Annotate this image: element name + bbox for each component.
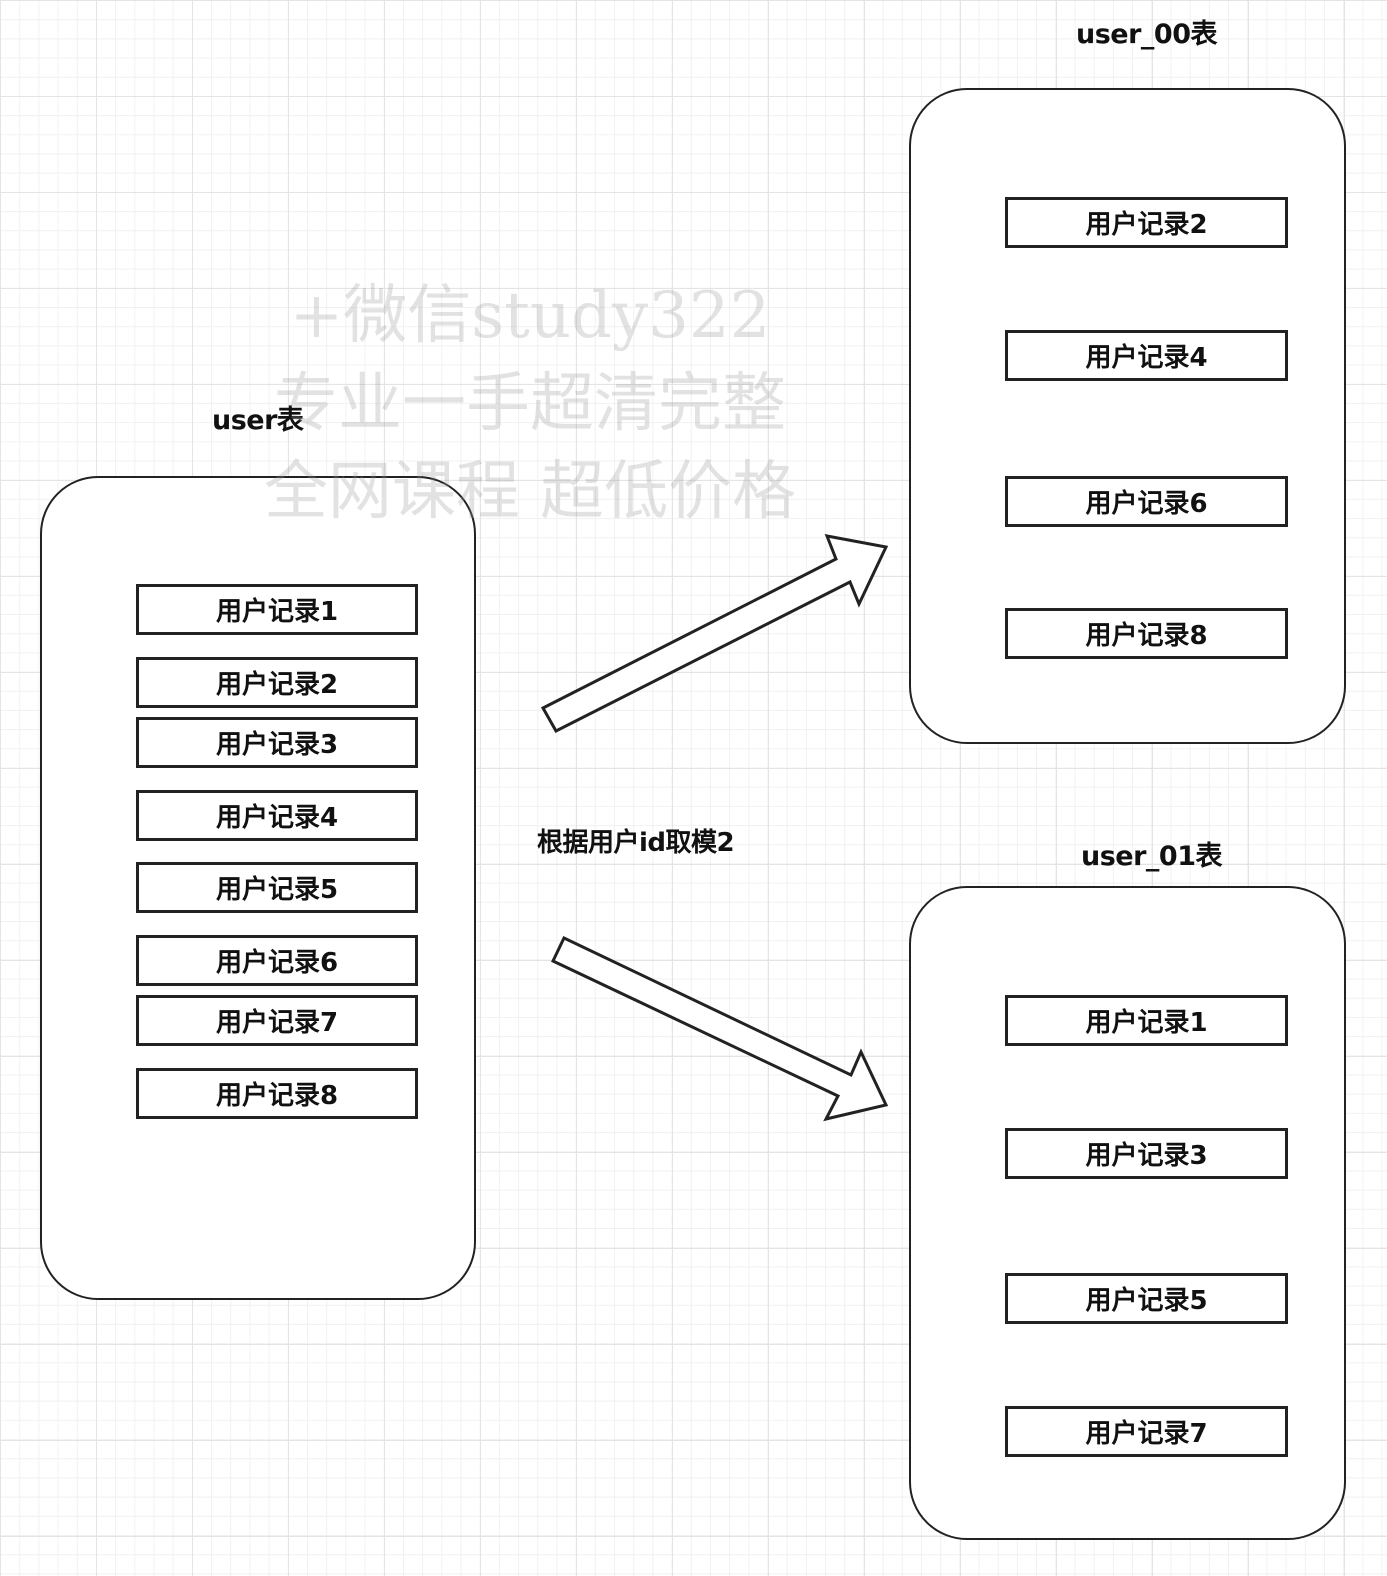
source-record-1: 用户记录1 — [136, 584, 418, 635]
source-table-label: user表 — [212, 405, 304, 436]
shard-00-record-1: 用户记录2 — [1005, 197, 1288, 248]
watermark-line-3: 全网课程 超低价格 — [263, 455, 797, 529]
routing-rule-label: 根据用户id取模2 — [537, 828, 735, 858]
shard-00-record-4: 用户记录8 — [1005, 608, 1288, 659]
shard-01-label: user_01表 — [1081, 841, 1223, 872]
shard-00-record-2: 用户记录4 — [1005, 330, 1288, 381]
source-record-6: 用户记录6 — [136, 935, 418, 986]
shard-01-record-2: 用户记录3 — [1005, 1128, 1288, 1179]
arrow-to-user-00 — [540, 534, 889, 733]
source-record-4: 用户记录4 — [136, 790, 418, 841]
source-record-3: 用户记录3 — [136, 717, 418, 768]
shard-01-record-4: 用户记录7 — [1005, 1406, 1288, 1457]
shard-01-record-3: 用户记录5 — [1005, 1273, 1288, 1324]
source-record-5: 用户记录5 — [136, 862, 418, 913]
shard-00-label: user_00表 — [1076, 19, 1218, 50]
watermark-line-2: 专业一手超清完整 — [274, 367, 786, 441]
source-record-2: 用户记录2 — [136, 657, 418, 708]
source-record-7: 用户记录7 — [136, 995, 418, 1046]
shard-01-record-1: 用户记录1 — [1005, 995, 1288, 1046]
watermark-line-1: +微信study322 — [289, 279, 771, 353]
shard-00-record-3: 用户记录6 — [1005, 476, 1288, 527]
source-record-8: 用户记录8 — [136, 1068, 418, 1119]
arrow-to-user-01 — [550, 936, 889, 1122]
